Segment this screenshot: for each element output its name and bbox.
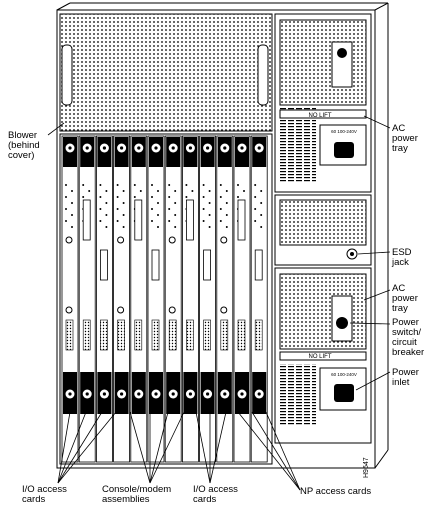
tray-rating-top: 60 100-240V bbox=[331, 129, 357, 134]
leader-line bbox=[149, 411, 169, 484]
tray-rating-bottom: 60 100-240V bbox=[331, 372, 357, 377]
label-np-access-cards: NP access cards bbox=[300, 486, 372, 497]
card-slot bbox=[181, 135, 199, 463]
leader-line bbox=[209, 411, 227, 484]
card-cage bbox=[59, 133, 273, 465]
label-esd-jack: ESD jack bbox=[392, 247, 412, 268]
label-io-access-cards-mid: I/O access cards bbox=[193, 484, 238, 505]
leader-line bbox=[57, 411, 103, 484]
leader-line bbox=[363, 115, 391, 129]
card-slot bbox=[61, 135, 79, 463]
leader-line bbox=[195, 411, 211, 484]
leader-line bbox=[237, 411, 301, 491]
card-slot bbox=[96, 135, 113, 463]
card-slot bbox=[113, 135, 130, 463]
leader-line bbox=[47, 122, 65, 136]
leader-line bbox=[57, 411, 71, 484]
ac-power-tray-top: NO LIFT 60 100-240V bbox=[274, 13, 372, 193]
card-slot bbox=[199, 135, 217, 463]
leader-line bbox=[355, 371, 391, 391]
card-slot bbox=[130, 135, 148, 463]
leader-line bbox=[265, 411, 301, 491]
leader-line bbox=[149, 411, 185, 484]
card-slot bbox=[78, 135, 96, 463]
leader-line bbox=[349, 322, 391, 325]
card-slot bbox=[216, 135, 234, 463]
no-lift-label-top: NO LIFT bbox=[308, 113, 331, 119]
label-power-inlet: Power inlet bbox=[392, 367, 419, 388]
label-blower: Blower (behind cover) bbox=[8, 130, 40, 161]
figure-id: H9647 bbox=[363, 457, 370, 478]
label-power-switch: Power switch/ circuit breaker bbox=[392, 317, 425, 358]
leader-line bbox=[57, 411, 87, 484]
card-slot bbox=[164, 135, 182, 463]
leader-line bbox=[129, 411, 151, 484]
esd-panel bbox=[274, 194, 372, 266]
card-slot bbox=[147, 135, 165, 463]
leader-line bbox=[363, 289, 391, 301]
card-slot bbox=[233, 135, 251, 463]
label-io-access-cards-left: I/O access cards bbox=[22, 484, 67, 505]
blower-cover bbox=[59, 13, 273, 132]
label-ac-power-tray-top: AC power tray bbox=[392, 123, 418, 154]
chassis-frame bbox=[56, 2, 389, 469]
leader-line bbox=[251, 411, 301, 491]
leader-line bbox=[357, 251, 391, 255]
no-lift-label-bottom: NO LIFT bbox=[308, 354, 331, 360]
leader-line bbox=[57, 411, 117, 484]
card-slot bbox=[250, 135, 268, 463]
ac-power-tray-bottom: NO LIFT 60 100-240V bbox=[274, 267, 372, 444]
label-ac-power-tray-bottom: AC power tray bbox=[392, 283, 418, 314]
label-console-modem-assemblies: Console/modem assemblies bbox=[102, 484, 172, 505]
